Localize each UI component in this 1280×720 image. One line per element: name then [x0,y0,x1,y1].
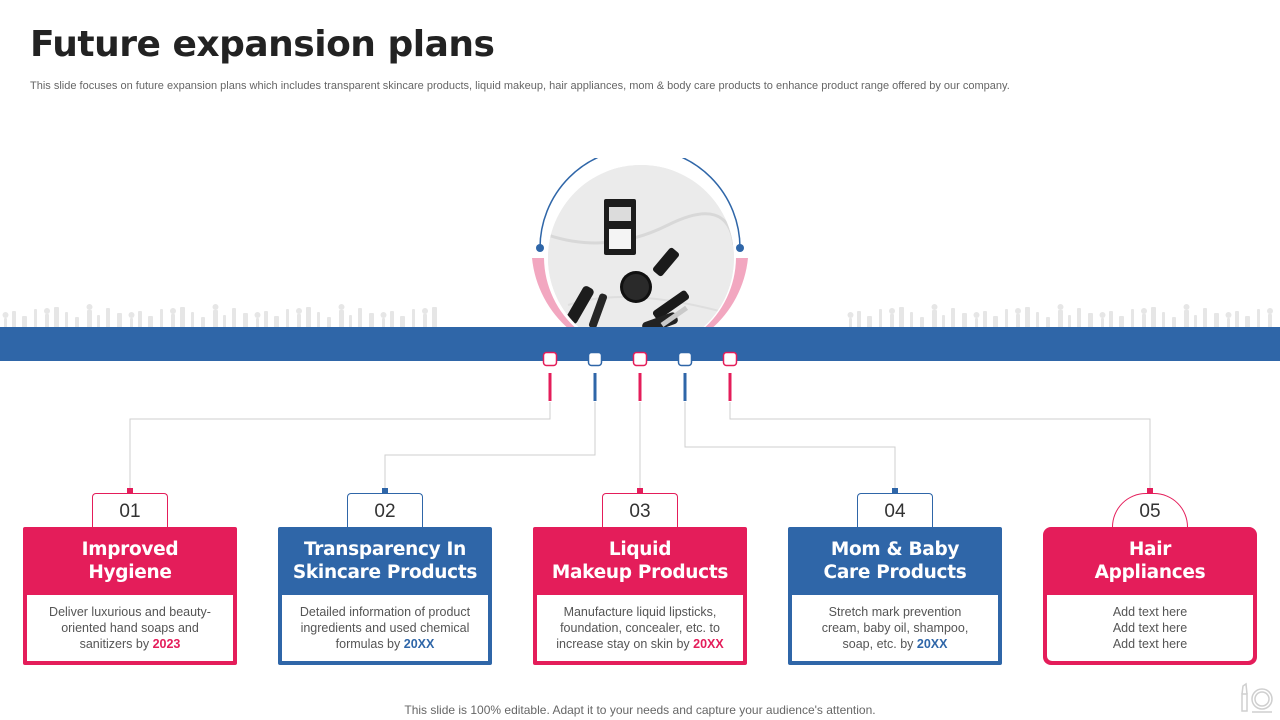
step-number-05: 05 [1112,493,1188,527]
card-text-line: Detailed information of product [299,605,471,619]
card-title: Mom & Baby Care Products [788,538,1002,584]
card-title-line: Makeup Products [551,562,729,583]
card-description: Manufacture liquid lipsticks, foundation… [537,595,743,661]
step-number-01: 01 [92,493,168,527]
card-text-line: ingredients and used chemical [300,621,470,635]
cosmetics-silhouette-right [847,304,1273,328]
timeline-bar [0,327,1280,361]
card-transparency-skincare: Transparency In Skincare Products Detail… [278,527,492,665]
card-text-line: oriented hand soaps and [61,621,199,635]
card-improved-hygiene: Improved Hygiene Deliver luxurious and b… [23,527,237,665]
card-description: Deliver luxurious and beauty- oriented h… [27,595,233,661]
card-text-line: cream, baby oil, shampoo, [821,621,969,635]
card-text-line: Add text here [1112,621,1188,635]
step-number-03: 03 [602,493,678,527]
card-text-line: formulas by 20XX [335,637,435,651]
year-highlight: 20XX [916,637,948,651]
cosmetics-photo [548,165,734,351]
card-text-line: Deliver luxurious and beauty- [49,605,211,619]
card-title-line: Care Products [823,562,967,583]
card-title-line: Appliances [1094,562,1206,583]
card-title-line: Liquid [608,539,672,560]
card-text-line: Manufacture liquid lipsticks, [563,605,717,619]
year-highlight: 20XX [403,637,435,651]
card-title-line: Improved [81,539,179,560]
cosmetics-silhouette-left [2,304,437,328]
year-highlight: 2023 [152,637,181,651]
card-text-line: Add text here [1112,637,1188,651]
card-text-line: Stretch mark prevention [828,605,962,619]
card-mom-baby-care: Mom & Baby Care Products Stretch mark pr… [788,527,1002,665]
card-text-line: foundation, concealer, etc. to [560,621,720,635]
card-title: Hair Appliances [1043,538,1257,584]
card-title-line: Hygiene [88,562,172,583]
card-liquid-makeup: Liquid Makeup Products Manufacture liqui… [533,527,747,665]
card-text-line: Add text here [1112,605,1188,619]
image-frame [532,158,748,330]
card-description: Stretch mark prevention cream, baby oil,… [792,595,998,661]
page-title: Future expansion plans [30,24,495,65]
step-number-02: 02 [347,493,423,527]
mirror-lipstick-icon [1241,682,1273,713]
page-subtitle: This slide focuses on future expansion p… [30,80,1010,92]
card-description: Add text here Add text here Add text her… [1047,595,1253,661]
card-title: Transparency In Skincare Products [278,538,492,584]
card-title: Liquid Makeup Products [533,538,747,584]
card-text-line: sanitizers by 2023 [79,637,181,651]
card-text-line: soap, etc. by 20XX [842,637,948,651]
card-text-line: increase stay on skin by 20XX [556,637,724,651]
card-title-line: Mom & Baby [830,539,960,560]
card-hair-appliances: Hair Appliances Add text here Add text h… [1043,527,1257,665]
step-number-04: 04 [857,493,933,527]
card-title-line: Transparency In [304,539,466,560]
year-highlight: 20XX [693,637,724,651]
card-description: Detailed information of product ingredie… [282,595,488,661]
card-title: Improved Hygiene [23,538,237,584]
card-title-line: Hair [1128,539,1172,560]
card-title-line: Skincare Products [292,562,478,583]
footer-note: This slide is 100% editable. Adapt it to… [404,703,876,717]
